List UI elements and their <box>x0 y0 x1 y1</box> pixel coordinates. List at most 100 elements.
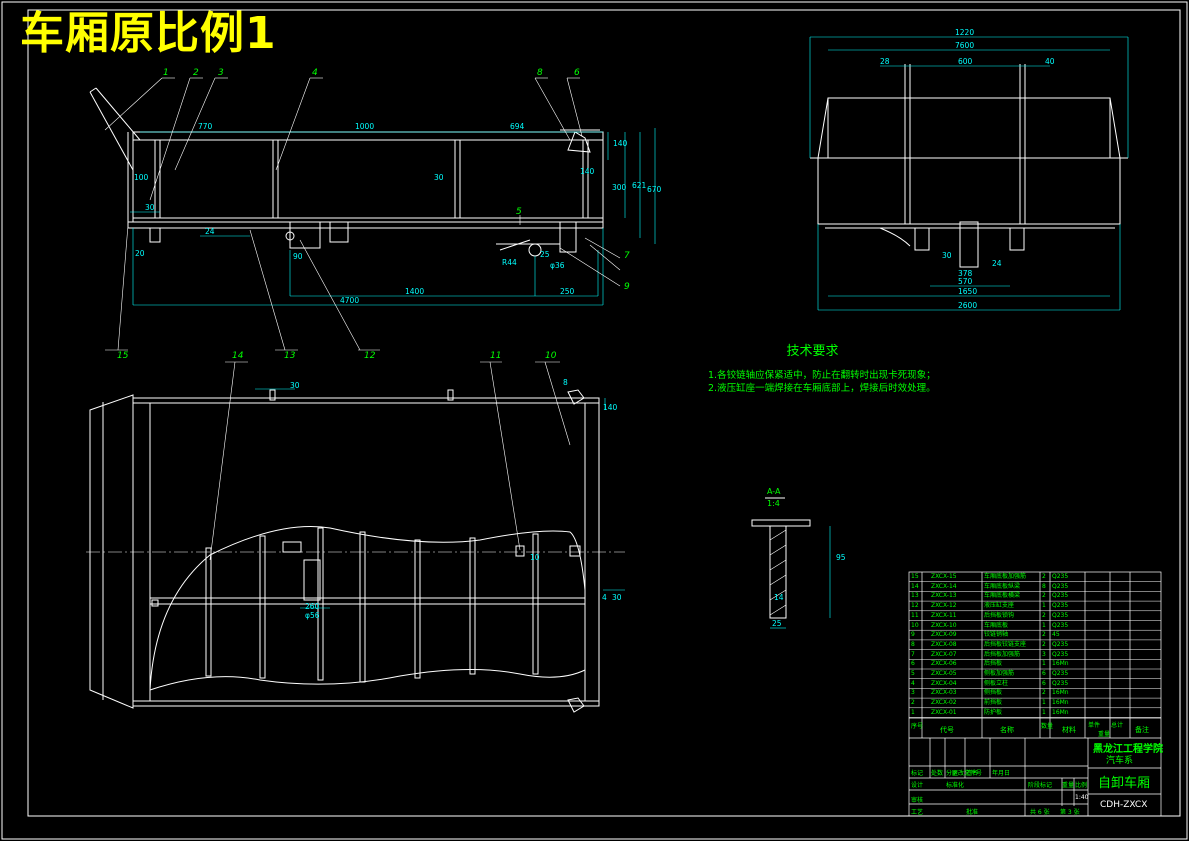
section-label: A-A <box>767 487 781 496</box>
tb-approve-label: 批准 <box>966 809 979 816</box>
bom-cell-name: 液压缸支座 <box>984 602 1015 610</box>
dim-8-plan: 8 <box>563 378 568 387</box>
plan-view <box>89 389 600 713</box>
leader-2: 2 <box>193 68 199 78</box>
dim-4-plan: 4 <box>602 593 607 602</box>
bom-cell-no: 6 <box>911 660 915 668</box>
bom-header-name: 名称 <box>1000 726 1014 734</box>
bom-cell-mat: Q235 <box>1052 670 1069 677</box>
tb-sign-label: 签名 <box>966 770 979 777</box>
bom-cell-no: 1 <box>911 708 915 716</box>
bom-cell-mat: Q235 <box>1052 611 1069 619</box>
bom-cell-code: ZXCX-04 <box>931 679 957 687</box>
bom-header-weight: 重量 <box>1098 731 1111 738</box>
bom-header-unit-weight: 单件 <box>1088 722 1101 729</box>
bom-cell-no: 3 <box>911 689 915 697</box>
tb-sheet-no: 第 3 张 <box>1060 809 1080 816</box>
front-view-dim-labels: 770 1000 694 140 300 621 670 30 100 30 1… <box>134 122 662 305</box>
bom-cell-no: 13 <box>911 592 919 600</box>
bom-header-note: 备注 <box>1135 726 1149 734</box>
dim-25-sec: 25 <box>772 619 782 628</box>
bom-cell-name: 侧挡板 <box>984 689 1003 697</box>
bom-header-qty: 数量 <box>1041 723 1054 730</box>
bom-cell-code: ZXCX-08 <box>931 640 957 648</box>
bom-cell-qty: 6 <box>1042 679 1046 687</box>
dim-28: 28 <box>880 57 890 66</box>
inner-frame <box>27 9 1181 817</box>
dim-1000: 1000 <box>355 122 374 131</box>
tb-mark-label: 标记 <box>911 770 924 777</box>
tb-date-label: 年月日 <box>992 770 1011 777</box>
bom-cell-code: ZXCX-02 <box>931 699 957 707</box>
bom-cell-code: ZXCX-07 <box>931 650 957 658</box>
bom-cell-code: ZXCX-01 <box>931 708 957 716</box>
dim-770: 770 <box>198 122 213 131</box>
bom-cell-code: ZXCX-15 <box>931 573 957 580</box>
dim-30-plan: 30 <box>290 381 300 390</box>
bom-cell-name: 后挡板铰链支座 <box>984 640 1027 648</box>
bom-cell-qty: 1 <box>1042 708 1046 716</box>
tb-std-label: 标准化 <box>946 782 965 789</box>
bom-cell-qty: 2 <box>1042 573 1046 580</box>
leader-4: 4 <box>312 68 318 78</box>
leader-13: 13 <box>284 351 296 361</box>
bom-cell-code: ZXCX-14 <box>931 582 957 590</box>
bom-header-mat: 材料 <box>1062 726 1076 734</box>
bom-cell-no: 9 <box>911 631 915 639</box>
dim-1400: 1400 <box>405 287 424 296</box>
bom-cell-name: 前挡板 <box>984 699 1003 707</box>
bom-cell-mat: 45 <box>1052 631 1060 639</box>
leader-14: 14 <box>232 351 244 361</box>
section-scale: 1:4 <box>767 499 780 508</box>
plan-view-dim-labels: 30 8 140 4 30 10 260 φ56 <box>290 378 622 620</box>
dim-30-side: 30 <box>942 251 952 260</box>
tech-requirements-heading: 技术要求 <box>786 344 839 359</box>
dim-378: 378 <box>958 269 973 278</box>
dim-40: 40 <box>1045 57 1055 66</box>
dim-260-plan: 260 <box>305 602 320 611</box>
side-view <box>810 64 1128 268</box>
tb-design-label: 设计 <box>911 782 924 789</box>
bom-cell-name: 铰链销轴 <box>984 631 1009 639</box>
bom-cell-mat: Q235 <box>1052 602 1069 610</box>
bom-cell-qty: 6 <box>1042 670 1046 677</box>
leader-6: 6 <box>574 68 580 78</box>
dim-100: 100 <box>134 173 149 182</box>
bom-cell-qty: 1 <box>1042 602 1046 610</box>
bom-cell-no: 10 <box>911 621 919 629</box>
dim-300: 300 <box>612 183 627 192</box>
side-view-dim-labels: 1220 7600 28 600 40 570 1650 2600 30 24 … <box>880 28 1055 310</box>
tb-scale-value: 1:40 <box>1075 794 1089 801</box>
break-line <box>149 526 586 691</box>
bom-cell-code: ZXCX-13 <box>931 592 957 600</box>
leader-3: 3 <box>218 68 224 78</box>
dim-95: 95 <box>836 553 846 562</box>
tb-qty-label: 处数 <box>931 770 944 777</box>
leader-15: 15 <box>117 351 129 361</box>
bom-cell-mat: Q235 <box>1052 640 1069 648</box>
leader-9: 9 <box>624 282 630 292</box>
dim-670: 670 <box>647 185 662 194</box>
bom-cell-qty: 1 <box>1042 621 1046 629</box>
bom-cell-qty: 8 <box>1042 582 1046 590</box>
dim-phi36: φ36 <box>550 261 565 270</box>
leader-11: 11 <box>490 351 501 361</box>
bom-cell-no: 4 <box>911 679 915 687</box>
bom-cell-mat: Q235 <box>1052 582 1069 590</box>
bom-cell-qty: 2 <box>1042 611 1046 619</box>
drawing-code: CDH-ZXCX <box>1100 800 1148 810</box>
bom-cell-qty: 2 <box>1042 592 1046 600</box>
bom-cell-code: ZXCX-10 <box>931 621 957 629</box>
bom-cell-mat: 16Mn <box>1052 689 1069 697</box>
bom-cell-code: ZXCX-09 <box>931 631 957 639</box>
bom-cell-mat: 16Mn <box>1052 708 1069 716</box>
bom-cell-name: 侧板加强筋 <box>984 670 1015 677</box>
